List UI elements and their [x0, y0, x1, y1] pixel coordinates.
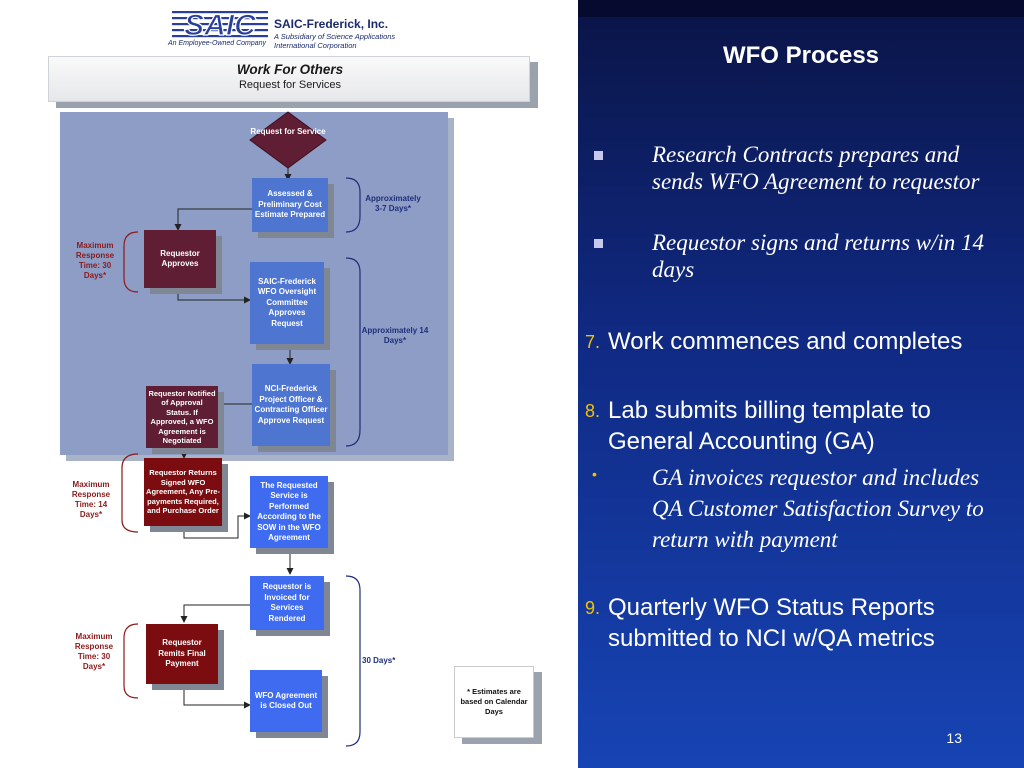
committee-box: SAIC-Frederick WFO Oversight Committee A…: [250, 262, 324, 344]
list-item-7: 7. Work commences and completes: [578, 326, 1024, 396]
item-7-number: 7.: [584, 332, 600, 352]
max-response-14: Maximum Response Time: 14 Days*: [71, 480, 111, 519]
flow-connectors: [121, 168, 361, 747]
sub-bullet-3: GA invoices requestor and includes QA Cu…: [652, 465, 984, 552]
subsidiary-line-1: A Subsidiary of Science Applications: [274, 32, 396, 41]
company-name: SAIC-Frederick, Inc.: [274, 17, 389, 31]
item-8-number: 8.: [584, 401, 600, 421]
assessed-box: Assessed & Preliminary Cost Estimate Pre…: [252, 178, 328, 232]
item-7-text: Work commences and completes: [608, 328, 963, 355]
requestor-approves-box: Requestor Approves: [144, 230, 216, 288]
square-bullet-icon: [594, 151, 603, 160]
estimate-note: * Estimates are based on Calendar Days: [460, 687, 528, 716]
note-14-days: Approximately 14 Days*: [361, 326, 429, 345]
sub-bullet-2: Requestor signs and returns w/in 14 days: [652, 230, 985, 282]
closed-box: WFO Agreement is Closed Out: [250, 670, 322, 732]
max-response-30-b: Maximum Response Time: 30 Days*: [74, 632, 114, 671]
square-bullet-icon: [594, 239, 603, 248]
returns-signed-box: Requestor Returns Signed WFO Agreement, …: [144, 458, 222, 526]
list-item-9: 9. Quarterly WFO Status Reports submitte…: [578, 592, 1024, 692]
slide-panel: WFO Process Research Contracts prepares …: [578, 0, 1024, 768]
invoiced-box: Requestor is Invoiced for Services Rende…: [250, 576, 324, 630]
saic-logo-text: SAIC: [184, 9, 257, 40]
banner-title: Work For Others: [236, 62, 344, 77]
start-label: Request for Service: [250, 127, 326, 136]
note-30-days: 30 Days*: [362, 656, 396, 665]
note-3-7-days: Approximately 3-7 Days*: [365, 194, 421, 213]
top-bar: [578, 0, 1024, 17]
list-item-8: 8. Lab submits billing template to Gener…: [578, 395, 1024, 465]
nci-officer-box: NCI-Frederick Project Officer & Contract…: [252, 364, 330, 446]
item-9-number: 9.: [584, 598, 600, 618]
performed-box: The Requested Service is Performed Accor…: [250, 476, 328, 548]
banner: Work For Others Request for Services: [48, 56, 530, 102]
estimate-box: * Estimates are based on Calendar Days: [454, 666, 534, 738]
item-9-text: Quarterly WFO Status Reports submitted t…: [608, 594, 935, 652]
start-diamond: [249, 111, 327, 169]
subsidiary-line-2: International Corporation: [274, 41, 357, 50]
item-8-text: Lab submits billing template to General …: [608, 397, 931, 455]
notified-box: Requestor Notified of Approval Status. I…: [146, 386, 218, 448]
dot-bullet-icon: •: [592, 466, 597, 482]
remits-box: Requestor Remits Final Payment: [146, 624, 218, 684]
max-response-30-a: Maximum Response Time: 30 Days*: [75, 241, 115, 280]
banner-subtitle: Request for Services: [238, 79, 342, 91]
slide-title: WFO Process: [722, 42, 880, 69]
left-panel: SAIC An Employee-Owned Company SAIC-Fred…: [48, 8, 542, 747]
logo-tagline: An Employee-Owned Company: [168, 40, 267, 47]
sub-bullet-1: Research Contracts prepares and sends WF…: [652, 142, 980, 194]
saic-logo: SAIC: [172, 8, 268, 40]
page-number: 13: [946, 730, 962, 746]
